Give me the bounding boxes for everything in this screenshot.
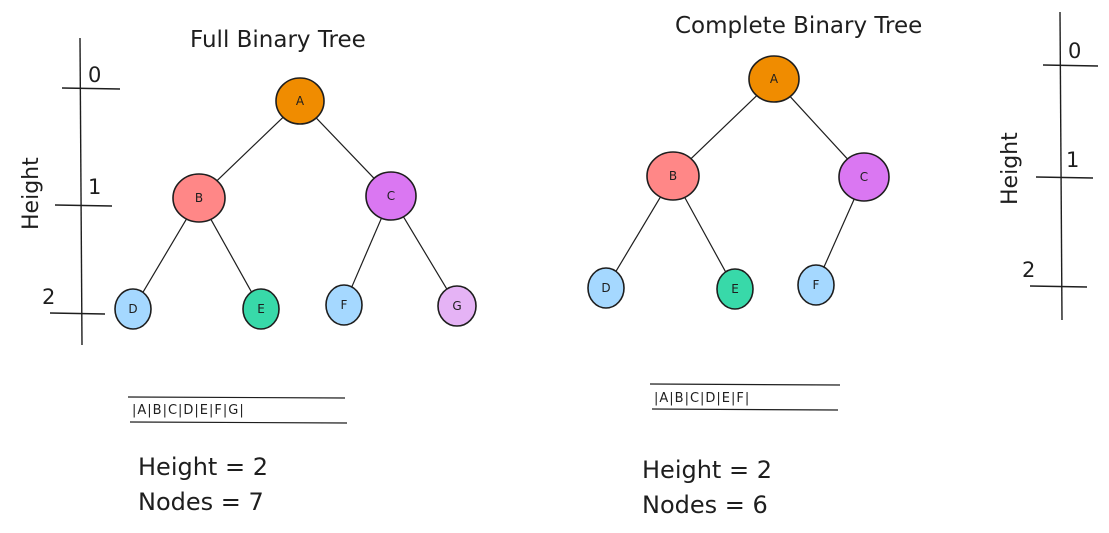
node-circle bbox=[838, 152, 890, 202]
array-top-rule bbox=[649, 383, 841, 386]
full-tree-graph: A B C D E F G bbox=[114, 77, 477, 330]
complete-tree-nodes-text: Nodes = 6 bbox=[642, 491, 768, 519]
complete-tree-array: |A|B|C|D|E|F| bbox=[654, 391, 750, 406]
height-axis-label: Height bbox=[19, 157, 44, 230]
node-b: B bbox=[646, 151, 700, 201]
level-label-2: 2 bbox=[42, 285, 55, 309]
edge-a-c bbox=[314, 116, 376, 180]
edge-b-e bbox=[683, 195, 727, 273]
full-tree-nodes-text: Nodes = 7 bbox=[138, 488, 264, 516]
complete-tree-height-axis bbox=[1029, 11, 1099, 321]
node-circle bbox=[587, 267, 625, 309]
array-bottom-rule bbox=[129, 421, 348, 424]
full-tree-height-axis bbox=[49, 37, 121, 346]
node-label: G bbox=[452, 299, 461, 313]
node-label: F bbox=[813, 278, 820, 292]
level-label-0: 0 bbox=[1068, 39, 1081, 63]
axis-line bbox=[1059, 11, 1063, 321]
node-circle bbox=[437, 285, 477, 327]
node-d: D bbox=[114, 288, 152, 330]
node-e: E bbox=[716, 268, 754, 310]
node-circle bbox=[797, 264, 835, 306]
axis-line bbox=[79, 37, 83, 346]
node-f: F bbox=[325, 284, 363, 326]
edge-a-b bbox=[689, 93, 759, 161]
node-label: B bbox=[669, 169, 677, 183]
edge-c-f bbox=[823, 197, 856, 268]
level-label-1: 1 bbox=[1066, 148, 1079, 172]
node-circle bbox=[172, 173, 226, 223]
edge-b-d bbox=[615, 195, 662, 273]
complete-tree-graph: A B C D E F bbox=[587, 55, 890, 310]
full-binary-tree-panel: Full Binary Tree 0 1 2 Height A B C D E F G |A… bbox=[19, 27, 477, 516]
node-label: D bbox=[128, 302, 137, 316]
height-axis-label: Height bbox=[998, 132, 1023, 205]
node-label: E bbox=[731, 282, 739, 296]
full-tree-title: Full Binary Tree bbox=[190, 27, 366, 53]
node-c: C bbox=[365, 171, 417, 221]
full-tree-height-text: Height = 2 bbox=[138, 453, 268, 481]
axis-tick-2 bbox=[49, 312, 106, 315]
node-label: C bbox=[860, 170, 868, 184]
node-label: E bbox=[257, 302, 265, 316]
node-c: C bbox=[838, 152, 890, 202]
node-g: G bbox=[437, 285, 477, 327]
complete-tree-height-text: Height = 2 bbox=[642, 456, 772, 484]
node-label: C bbox=[387, 189, 395, 203]
level-label-0: 0 bbox=[88, 63, 101, 87]
edge-c-g bbox=[402, 215, 448, 291]
array-top-rule bbox=[127, 396, 346, 399]
node-label: B bbox=[195, 191, 203, 205]
node-d: D bbox=[587, 267, 625, 309]
node-circle bbox=[325, 284, 363, 326]
node-circle bbox=[716, 268, 754, 310]
axis-tick-0 bbox=[1042, 64, 1099, 67]
node-circle bbox=[365, 171, 417, 221]
node-circle bbox=[275, 77, 325, 125]
node-circle bbox=[114, 288, 152, 330]
axis-tick-2 bbox=[1029, 285, 1088, 288]
node-label: A bbox=[296, 94, 305, 108]
node-a: A bbox=[748, 55, 800, 103]
node-b: B bbox=[172, 173, 226, 223]
node-label: A bbox=[770, 72, 779, 86]
level-label-2: 2 bbox=[1022, 258, 1035, 282]
level-label-1: 1 bbox=[88, 175, 101, 199]
complete-tree-title: Complete Binary Tree bbox=[675, 13, 922, 39]
array-bottom-rule bbox=[651, 408, 839, 411]
edge-a-c bbox=[788, 94, 850, 161]
edge-c-f bbox=[350, 216, 383, 288]
node-circle bbox=[646, 151, 700, 201]
node-e: E bbox=[242, 288, 280, 330]
node-a: A bbox=[275, 77, 325, 125]
axis-tick-1 bbox=[1035, 176, 1094, 179]
axis-tick-0 bbox=[61, 87, 121, 90]
node-f: F bbox=[797, 264, 835, 306]
edge-b-e bbox=[209, 217, 253, 293]
full-tree-array: |A|B|C|D|E|F|G| bbox=[132, 403, 245, 418]
complete-binary-tree-panel: Complete Binary Tree 0 1 2 Height A B C D E F… bbox=[587, 11, 1099, 519]
node-circle bbox=[242, 288, 280, 330]
node-circle bbox=[748, 55, 800, 103]
node-label: D bbox=[601, 281, 610, 295]
axis-tick-1 bbox=[54, 204, 113, 207]
node-label: F bbox=[341, 298, 348, 312]
edge-a-b bbox=[215, 115, 285, 183]
edge-b-d bbox=[142, 217, 188, 293]
